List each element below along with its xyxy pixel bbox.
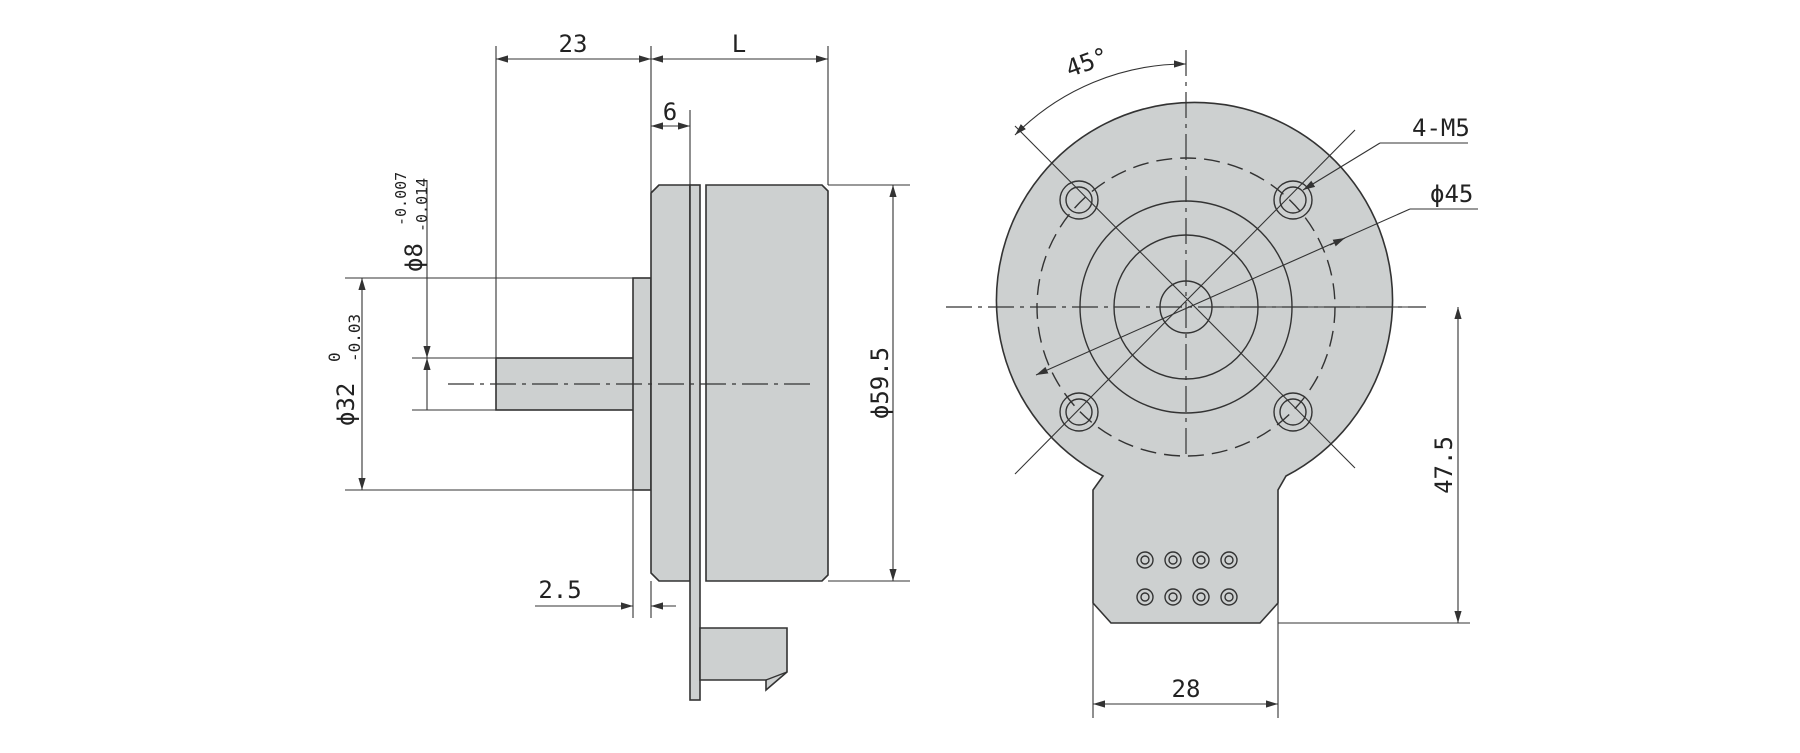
dim-pilot-diameter: ϕ32 0 -0.03 — [325, 314, 364, 426]
mounting-hole-bl — [1059, 392, 1099, 432]
side-view: 23 L 6 2.5 ϕ59.5 ϕ32 0 -0.03 ϕ8 — [325, 30, 910, 701]
flange-plate — [689, 184, 701, 701]
dim-shaft-length: 23 — [559, 30, 588, 58]
mounting-hole-tr — [1273, 180, 1313, 220]
dim-flange: 6 — [663, 98, 677, 126]
svg-text:-0.03: -0.03 — [345, 314, 364, 362]
svg-text:-0.014: -0.014 — [413, 178, 431, 232]
svg-text:ϕ32: ϕ32 — [332, 383, 360, 426]
dim-body-length: L — [732, 30, 746, 58]
svg-text:-0.007: -0.007 — [392, 172, 410, 226]
dim-height: 47.5 — [1430, 436, 1458, 494]
connector-pins — [1136, 551, 1238, 606]
front-view: 45° 4-M5 ϕ45 47.5 28 — [946, 42, 1478, 718]
dim-angle: 45° — [1062, 42, 1112, 83]
mounting-hole-tl — [1059, 180, 1099, 220]
dim-bolt-circle: ϕ45 — [1430, 180, 1473, 208]
mounting-hole-br — [1273, 392, 1313, 432]
svg-text:ϕ8: ϕ8 — [400, 243, 428, 272]
connector — [699, 627, 788, 692]
dim-pilot-depth: 2.5 — [538, 576, 581, 604]
motor-body-front — [650, 184, 691, 582]
dim-shaft-diameter: ϕ8 -0.007 -0.014 — [392, 172, 431, 272]
motor-body-rear — [705, 184, 829, 582]
dim-body-diameter: ϕ59.5 — [866, 347, 894, 419]
dim-tab-width: 28 — [1172, 675, 1201, 703]
dim-holes: 4-M5 — [1412, 114, 1470, 142]
encoder-outline — [995, 101, 1394, 624]
svg-text:0: 0 — [325, 352, 344, 362]
